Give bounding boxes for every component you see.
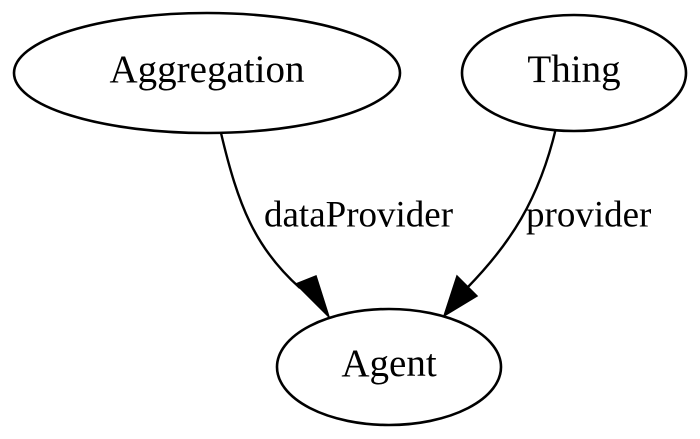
edge-line-provider <box>466 127 558 289</box>
node-thing-shape <box>460 13 688 133</box>
node-thing: Thing <box>460 13 688 133</box>
node-aggregation-label: Aggregation <box>110 48 305 91</box>
edge-thing-agent: provider <box>442 127 651 318</box>
node-aggregation-shape <box>12 11 402 135</box>
edge-label-dataprovider: dataProvider <box>264 194 453 235</box>
edge-aggregation-agent: dataProvider <box>219 132 453 318</box>
node-agent: Agent <box>275 307 503 427</box>
node-thing-label: Thing <box>527 48 620 91</box>
node-aggregation: Aggregation <box>12 11 402 135</box>
arrowhead-icon <box>442 274 479 318</box>
edge-line-dataprovider <box>219 132 301 289</box>
edge-label-provider: provider <box>526 194 651 235</box>
node-agent-shape <box>275 307 503 427</box>
node-agent-label: Agent <box>341 342 436 385</box>
arrowhead-icon <box>294 275 330 318</box>
